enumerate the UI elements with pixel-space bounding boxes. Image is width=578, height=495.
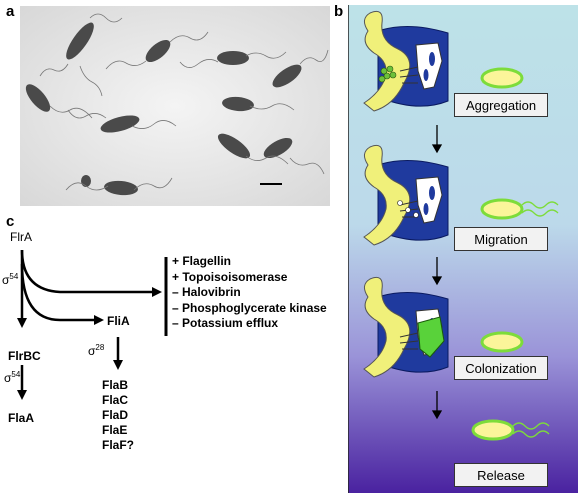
step-aggregation: Aggregation — [454, 93, 548, 117]
fla-item: FlaE — [102, 423, 128, 437]
regulatory-cascade: FlrA σ54 FliA FlrBC σ28 σ54 FlaA FlaB Fl… — [0, 220, 345, 495]
flrA-label: FlrA — [10, 230, 32, 244]
fla-item: FlaB — [102, 378, 129, 392]
bacterium-migration — [480, 198, 524, 220]
panel-label-a: a — [6, 3, 15, 20]
bacterium-aggregation — [480, 67, 524, 89]
bacterium-release — [471, 419, 515, 441]
bacterium-colonization — [480, 331, 524, 353]
sigma54-mid-label: σ54 — [4, 370, 21, 385]
sigma28-label: σ28 — [88, 343, 105, 358]
fla-item: FlaC — [102, 393, 129, 407]
micrograph-image — [20, 6, 330, 206]
fla-item: FlaD — [102, 408, 129, 422]
protein-list: + Flagellin + Topoisoisomerase – Halovib… — [172, 254, 327, 332]
panel-label-b: b — [334, 3, 344, 20]
protein-item: – Halovibrin — [172, 285, 241, 299]
flaA-label: FlaA — [8, 411, 35, 425]
step-release: Release — [454, 463, 548, 487]
protein-item: + Flagellin — [172, 254, 232, 268]
fla-list: FlaB FlaC FlaD FlaE FlaF? — [102, 378, 134, 453]
sigma54-top-label: σ54 — [2, 272, 19, 287]
panel-label-c: c — [6, 213, 15, 230]
protein-item: – Potassium efflux — [172, 316, 279, 330]
step-migration: Migration — [454, 227, 548, 251]
protein-item: + Topoisoisomerase — [172, 269, 288, 284]
step-colonization: Colonization — [454, 356, 548, 380]
fla-item: FlaF? — [102, 438, 134, 452]
fliA-label: FliA — [107, 314, 130, 328]
flrBC-label: FlrBC — [8, 349, 41, 363]
protein-item: – Phosphoglycerate kinase — [172, 300, 327, 315]
cascade-arrows — [17, 249, 168, 400]
